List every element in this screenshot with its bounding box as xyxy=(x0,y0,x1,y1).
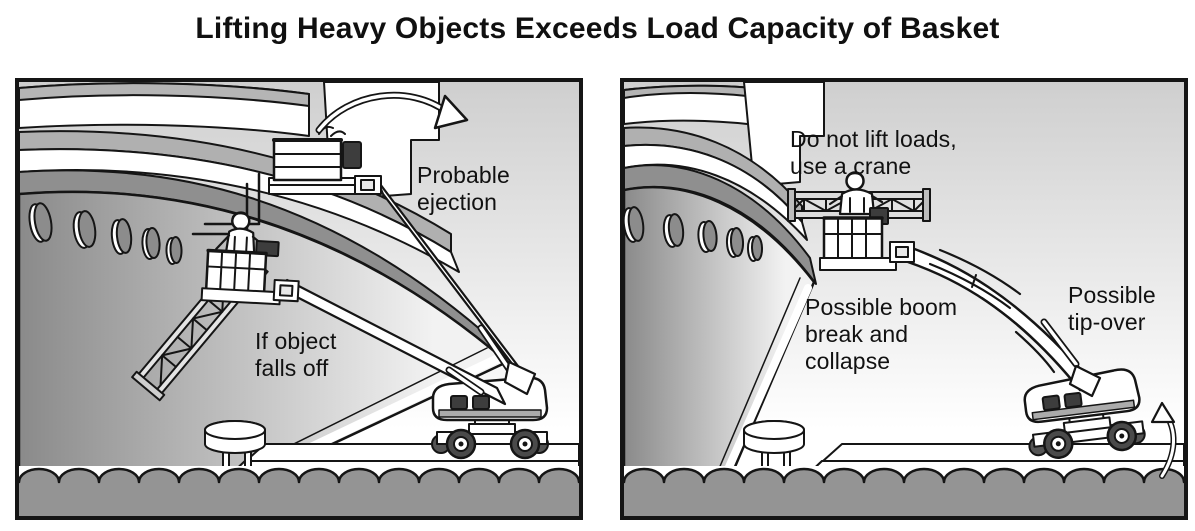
portholes xyxy=(624,206,764,262)
wheel xyxy=(1043,428,1074,460)
label-probable-ejection: Probable ejection xyxy=(417,162,510,216)
hazard-panel-left: Probable ejection If object falls off xyxy=(15,78,583,520)
left-illustration xyxy=(19,82,579,516)
wheel xyxy=(445,428,477,460)
worker-basket xyxy=(200,211,300,306)
motion-lines xyxy=(928,248,1056,374)
hazard-panel-right: Do not lift loads, use a crane Possible … xyxy=(620,78,1188,520)
bending-boom xyxy=(906,246,1102,398)
worker xyxy=(828,171,884,216)
booms xyxy=(285,178,537,406)
ship xyxy=(19,82,510,516)
wheel xyxy=(509,428,541,460)
page-title: Lifting Heavy Objects Exceeds Load Capac… xyxy=(195,12,1000,45)
wave-line xyxy=(19,467,579,484)
label-do-not-lift-loads: Do not lift loads, use a crane xyxy=(790,126,957,180)
wave-line xyxy=(624,467,1184,484)
boom-riser xyxy=(1068,364,1102,398)
boom-lift-vehicle xyxy=(1023,368,1146,460)
label-possible-tip-over: Possible tip-over xyxy=(1068,282,1156,336)
hull xyxy=(624,186,816,516)
hull xyxy=(19,190,509,516)
label-if-object-falls-off: If object falls off xyxy=(255,328,337,382)
tip-over-arrow xyxy=(1150,401,1177,479)
water xyxy=(624,466,1184,516)
wheel xyxy=(1106,420,1138,452)
motion-lines xyxy=(203,172,261,226)
worker-basket-with-load xyxy=(787,171,931,271)
boom-riser xyxy=(503,360,537,396)
portholes xyxy=(28,202,183,265)
bollard xyxy=(743,420,805,475)
bollard xyxy=(204,420,266,475)
ship xyxy=(624,82,825,516)
label-possible-boom-break: Possible boom break and collapse xyxy=(805,294,958,375)
ejection-arrow xyxy=(315,91,469,134)
water xyxy=(19,466,579,516)
right-illustration xyxy=(624,82,1184,516)
